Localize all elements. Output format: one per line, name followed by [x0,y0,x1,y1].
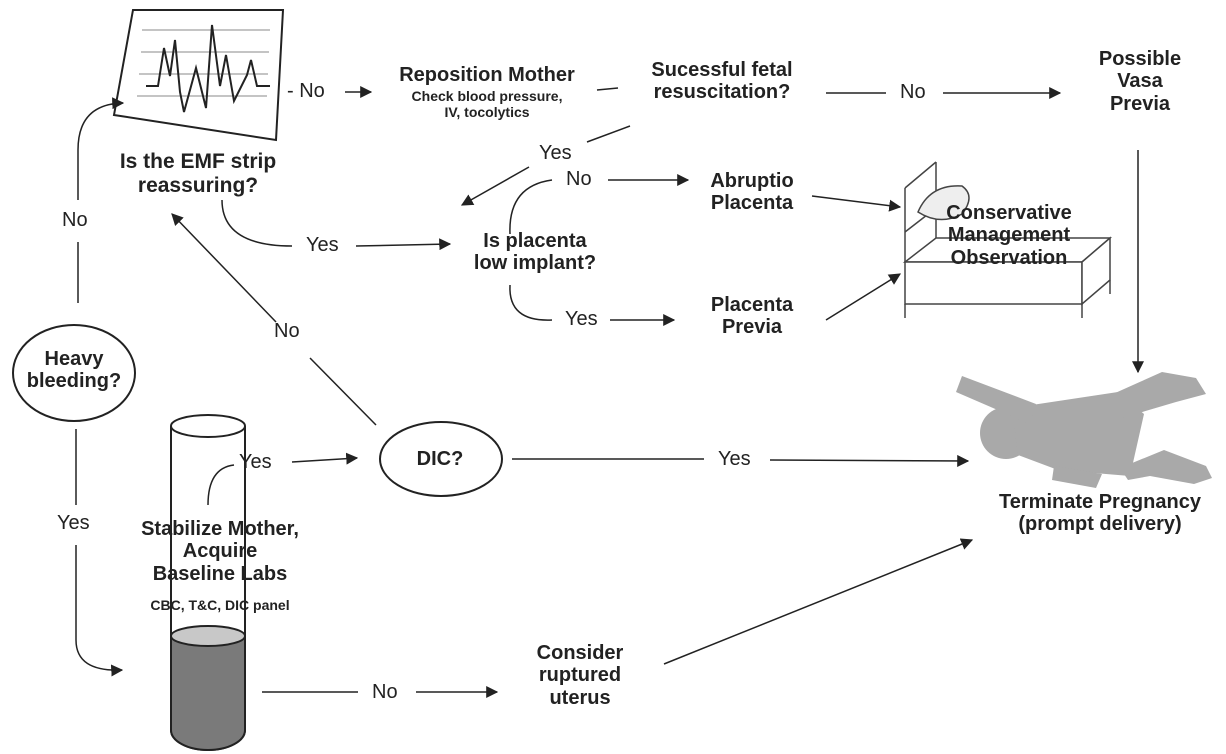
edge-abruptio-conservative [811,195,902,212]
edge-labs-yes [291,452,359,465]
edge-label-bleeding-no: No [62,209,88,231]
edge-ruptured-terminate [663,538,974,665]
edge-label-placenta-no: No [566,168,592,190]
edge-resus-yes-bottom [460,166,530,206]
edge-label-emf-no: - No [287,80,325,102]
edge-labs-yes-curve [207,464,235,506]
edge-label-dic-no: No [274,320,300,342]
terminate-pregnancy: Terminate Pregnancy(prompt delivery) [999,491,1201,536]
edge-label-resus-no: No [900,81,926,103]
edge-dic-no-upper [171,213,277,323]
edge-label-labs-yes: Yes [239,451,272,473]
edge-label-bleeding-yes: Yes [57,512,90,534]
edge-label-resus-yes: Yes [539,142,572,164]
edge-label-dic-yes: Yes [718,448,751,470]
edge-dic-no-lower [309,357,377,426]
edge-bleeding-yes-lower [75,545,124,677]
ekg-strip-icon [112,9,285,142]
hospital-bed-icon [902,161,1113,318]
edge-emf-yes [355,238,452,251]
edge-placenta-yes-curve [509,284,553,321]
edge-dic-yes-right [769,454,970,467]
edge-label-placenta-yes: Yes [565,308,598,330]
dic-question: DIC? [416,448,464,470]
reposition-title: Reposition Mother [399,64,575,86]
heavy-bleeding-oval [12,324,136,422]
baby-figure-icon [956,372,1212,488]
edge-emf-yes-curve [221,199,293,247]
labs-list: CBC, T&C, DIC panel [150,597,290,613]
edge-bleeding-no-upper [77,97,125,200]
edge-resus-yes-top [586,125,631,143]
test-tube-icon [170,414,246,751]
edge-reposition-resus [596,87,619,91]
edge-placenta-no-curve [509,179,553,235]
edge-previa-conservative [825,273,902,321]
edge-label-labs-no: No [372,681,398,703]
reposition-subtext: Check blood pressure,IV, tocolytics [411,88,563,120]
dic-oval [379,421,503,497]
edge-label-emf-yes: Yes [306,234,339,256]
